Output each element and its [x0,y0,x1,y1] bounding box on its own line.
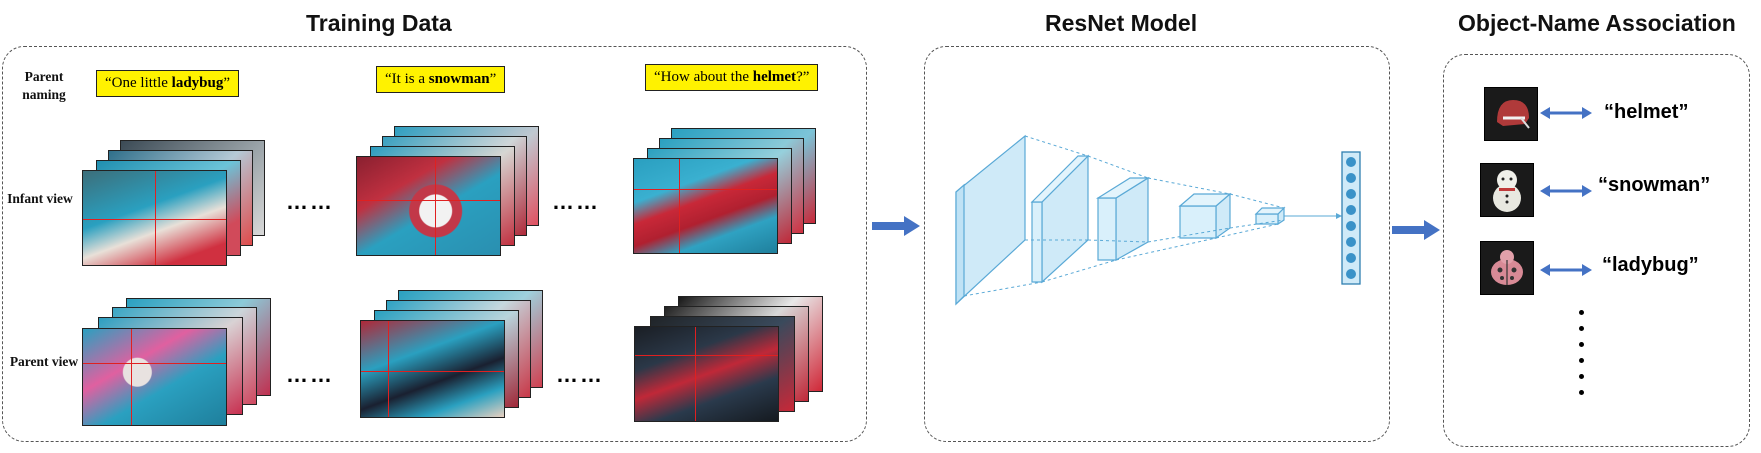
quote-helmet-after: ?” [796,69,810,85]
double-arrow-ladybug [1540,264,1592,276]
frame [633,158,778,254]
snowman-thumbnail [1480,163,1534,217]
resnet-model-panel [924,46,1390,442]
quote-helmet-before: “How about the [654,69,753,85]
resnet-model-title: ResNet Model [1045,10,1198,36]
parent-naming-label: Parent naming [22,69,66,102]
crosshair-h [634,189,777,190]
helmet-thumbnail [1484,87,1538,141]
quote-snowman-bold: snowman [428,71,490,87]
frame [82,170,227,266]
resnet-output-vector [1341,151,1361,285]
parent-view-stack-helmet [634,296,824,426]
double-arrow-snowman [1540,185,1592,197]
ellipsis-parent-1: …… [286,362,334,387]
parent-view-stack-ladybug [82,298,277,430]
word-helmet: “helmet” [1604,101,1689,123]
continuation-dot [1579,326,1584,331]
resnet-diagram [955,134,1361,306]
association-panel [1443,54,1750,447]
quote-ladybug: “One little ladybug” [96,70,240,97]
crosshair-h [357,200,500,201]
infant-view-stack-snowman [356,126,541,264]
continuation-dot [1579,390,1584,395]
quote-helmet-bold: helmet [752,69,797,85]
crosshair-h [635,355,778,356]
ellipsis-parent-2: …… [556,362,604,387]
helmet-icon [1497,100,1530,129]
crosshair-v [155,171,156,265]
word-snowman: “snowman” [1598,174,1711,196]
quote-snowman: “It is a snowman” [376,66,506,93]
snowman-icon [1493,170,1521,212]
crosshair-v [131,329,132,425]
double-arrow-helmet [1540,107,1592,119]
object-name-association-title: Object-Name Association [1458,10,1736,36]
resnet-layer-1 [955,134,1026,306]
infant-view-stack-helmet [633,128,818,260]
continuation-dot [1579,310,1584,315]
continuation-dot [1579,342,1584,347]
quote-ladybug-after: ” [223,75,231,91]
frame [82,328,227,426]
quote-ladybug-before: “One little [105,75,172,91]
ladybug-thumbnail [1480,241,1534,295]
training-data-panel [2,46,867,442]
arrow-training-to-model [872,216,920,236]
crosshair-v [435,157,436,255]
quote-ladybug-bold: ladybug [171,75,224,91]
arrow-model-to-association [1392,220,1440,240]
frame [634,326,779,422]
parent-view-label: Parent view [9,354,79,369]
frame [356,156,501,256]
ellipsis-infant-2: …… [552,189,600,214]
crosshair-v [695,327,696,421]
frame [360,320,505,418]
training-data-title: Training Data [306,10,452,36]
crosshair-h [361,371,504,372]
infant-view-label: Infant view [7,191,73,206]
crosshair-h [83,363,226,364]
quote-snowman-before: “It is a [385,71,429,87]
infant-view-stack-ladybug [82,140,267,268]
ladybug-icon [1491,250,1523,285]
quote-helmet: “How about the helmet?” [645,64,819,91]
crosshair-h [83,219,226,220]
parent-view-stack-snowman [360,290,550,422]
crosshair-v [388,321,389,417]
continuation-dot [1579,358,1584,363]
word-ladybug: “ladybug” [1602,254,1699,276]
crosshair-v [679,159,680,253]
ellipsis-infant-1: …… [286,189,334,214]
continuation-dot [1579,374,1584,379]
quote-snowman-after: ” [489,71,497,87]
